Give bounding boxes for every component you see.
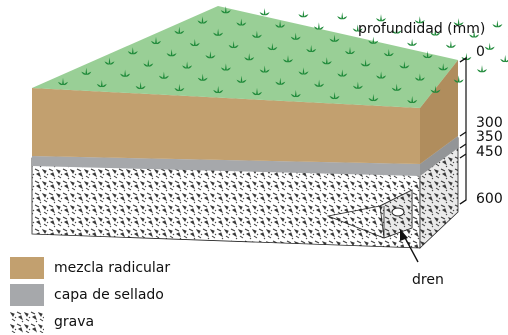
legend-item-gravel: grava: [10, 308, 240, 335]
depth-tick-600: 600: [476, 191, 503, 207]
root-mix-layer: [32, 60, 458, 164]
plant-icon: [259, 8, 270, 16]
plant-icon: [337, 12, 348, 20]
drain-pipe: [391, 207, 405, 217]
plant-icon: [298, 10, 309, 18]
sealing-swatch: [10, 283, 44, 306]
plant-icon: [407, 38, 418, 46]
plant-icon: [445, 40, 456, 48]
plant-icon: [313, 22, 324, 30]
depth-tick-0: 0: [476, 44, 485, 60]
root-mix-swatch: [10, 256, 44, 279]
plant-icon: [492, 20, 503, 28]
plant-icon: [500, 54, 508, 63]
depth-tick-300: 300: [476, 115, 503, 131]
legend-label-gravel: grava: [54, 313, 95, 330]
depth-tick-450: 450: [476, 144, 503, 160]
legend-item-root-mix: mezcla radicular: [10, 254, 240, 281]
legend-label-sealing: capa de sellado: [54, 286, 164, 303]
legend-item-sealing: capa de sellado: [10, 281, 240, 308]
gravel-swatch: [10, 310, 44, 333]
legend-label-root-mix: mezcla radicular: [54, 259, 171, 276]
depth-scale: profundidad (mm) 0 300 350 450 600: [358, 21, 503, 207]
drain-trench: [326, 189, 413, 239]
depth-scale-title: profundidad (mm): [358, 21, 485, 37]
grass-surface: [32, 6, 458, 108]
plant-icon: [484, 42, 495, 50]
plant-icon: [477, 65, 487, 73]
sealing-layer: [32, 136, 458, 176]
legend: mezcla radicular capa de sellado grava: [10, 254, 240, 335]
depth-tick-350: 350: [476, 129, 503, 145]
drain-callout: dren: [400, 229, 444, 288]
drain-label: dren: [412, 272, 444, 288]
